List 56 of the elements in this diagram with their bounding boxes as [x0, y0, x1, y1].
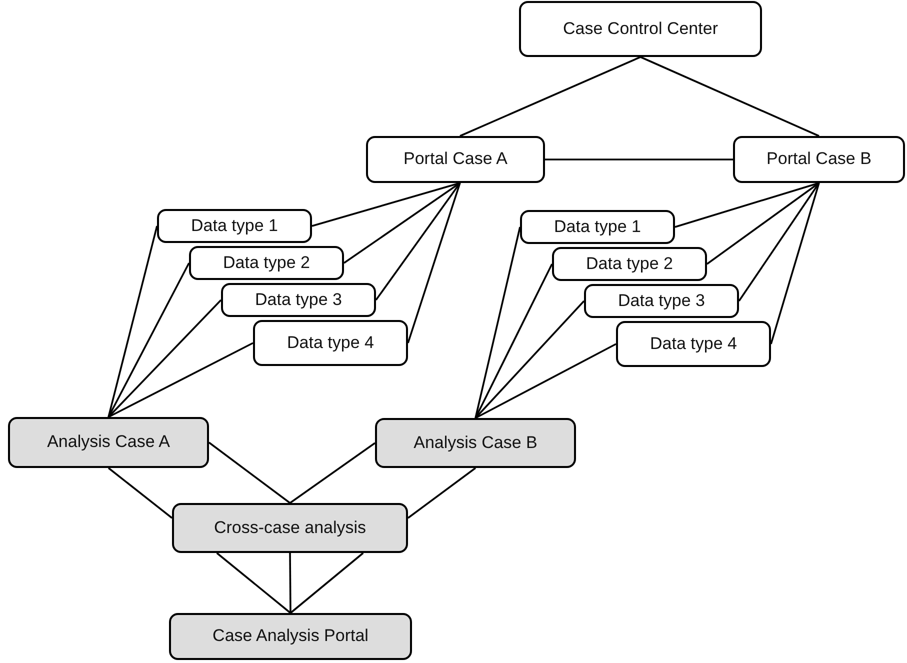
connector-line	[474, 226, 521, 418]
connector-line	[108, 299, 222, 418]
connector-line	[208, 442, 291, 504]
box-label: Case Control Center	[563, 18, 718, 40]
connector-line	[216, 552, 292, 614]
process-box	[366, 136, 545, 183]
box-label: Data type 1	[554, 216, 641, 238]
box-label: Cross-case analysis	[214, 518, 366, 538]
process-box	[733, 136, 905, 183]
process-box	[616, 321, 771, 367]
process-box	[172, 503, 408, 553]
connector-line	[375, 182, 461, 301]
process-box	[253, 320, 408, 366]
connector-line	[108, 467, 173, 519]
connector-line	[674, 182, 820, 228]
box-label: Data type 1	[191, 216, 278, 236]
connector-line	[290, 552, 364, 614]
box-label: Data type 3	[618, 290, 705, 312]
box-label: Portal Case A	[404, 149, 508, 170]
connector-line	[640, 56, 820, 137]
process-box	[189, 246, 344, 280]
process-box	[375, 418, 576, 468]
connector-line	[738, 182, 820, 302]
connector-line	[770, 182, 820, 344]
box-label: Case Analysis Portal	[212, 626, 368, 647]
connector-line	[545, 158, 733, 160]
box-label: Portal Case B	[766, 149, 872, 170]
connector-line	[474, 264, 553, 418]
connector-line	[460, 56, 641, 137]
process-box	[519, 1, 762, 57]
connector-line	[108, 226, 158, 418]
box-label: Data type 4	[650, 334, 737, 354]
box-label: Data type 2	[223, 252, 310, 274]
box-label: Data type 4	[287, 332, 374, 354]
connector-line	[108, 262, 190, 418]
process-box	[221, 283, 376, 317]
connector-line	[407, 182, 461, 344]
connector-line	[312, 182, 460, 227]
connector-line	[343, 182, 460, 264]
connector-line	[407, 467, 476, 519]
connector-line	[289, 553, 292, 613]
process-box	[552, 247, 707, 281]
box-label: Data type 2	[586, 254, 673, 274]
process-box	[520, 210, 675, 244]
box-label: Data type 3	[255, 290, 342, 310]
box-label: Analysis Case B	[414, 432, 538, 454]
process-box	[169, 613, 412, 660]
process-box	[157, 209, 312, 243]
connector-line	[289, 442, 376, 504]
connector-line	[108, 342, 254, 418]
connector-line	[706, 182, 820, 265]
box-label: Analysis Case A	[47, 432, 170, 453]
connector-line	[475, 343, 616, 419]
connector-line	[474, 300, 585, 419]
process-box	[584, 284, 739, 318]
process-box	[8, 417, 209, 468]
